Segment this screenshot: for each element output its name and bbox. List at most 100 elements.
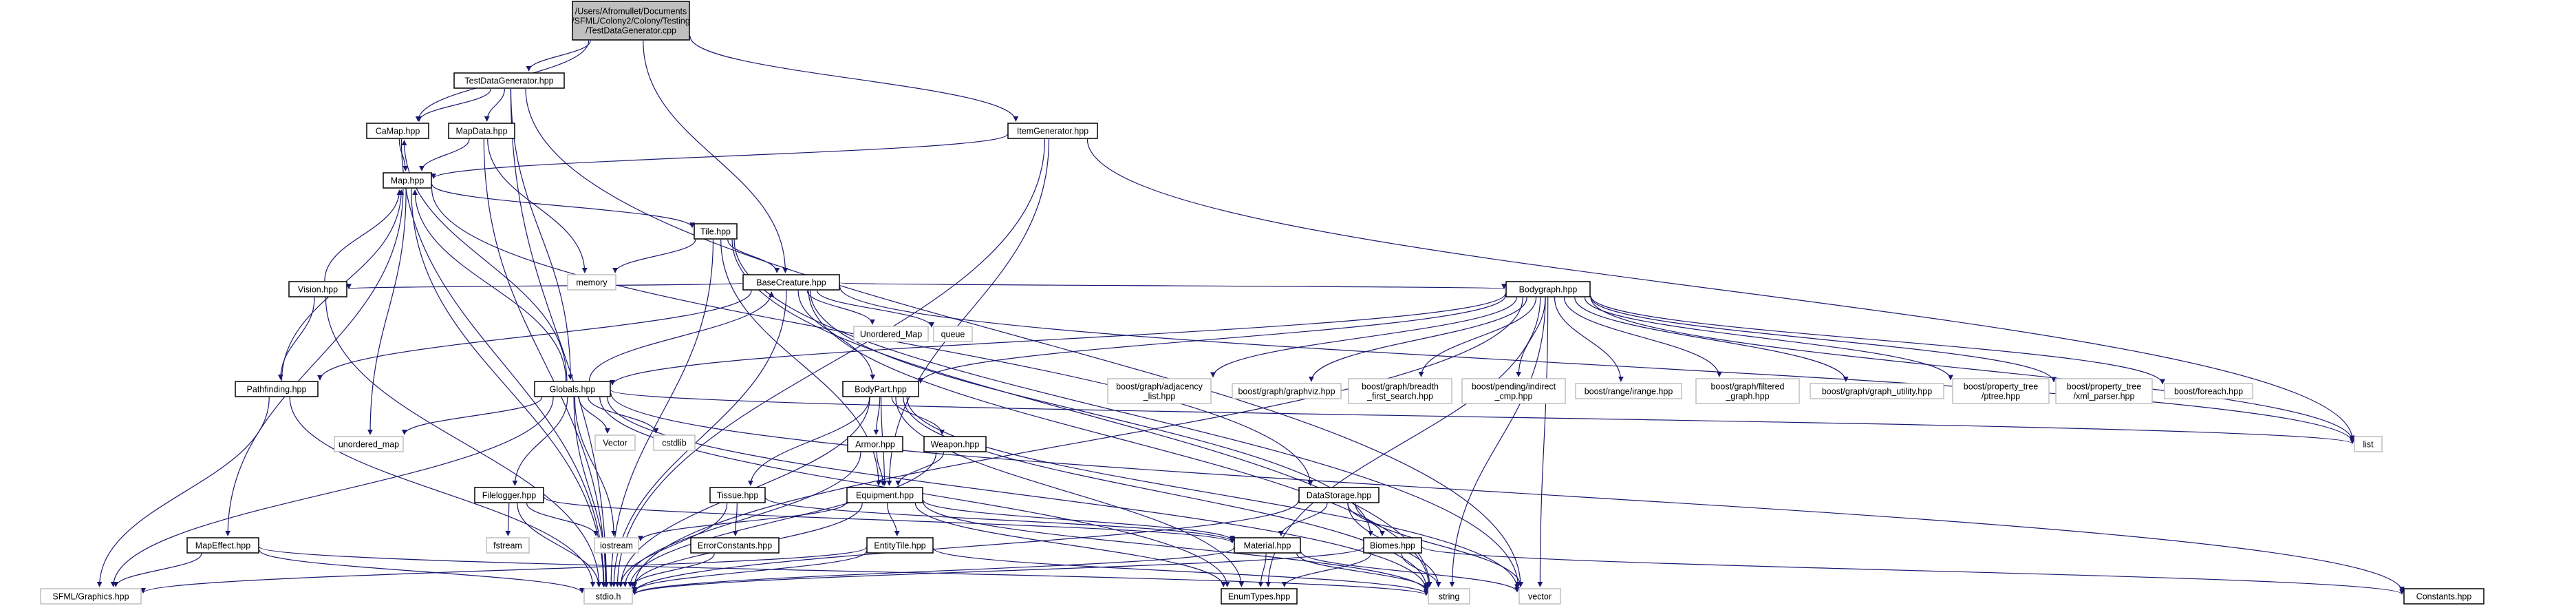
edge-armor-to-equipment (876, 452, 886, 486)
edge-weapon-to-stdio (627, 452, 937, 587)
node-weapon[interactable]: Weapon.hpp (923, 436, 987, 452)
node-armor[interactable]: Armor.hpp (847, 436, 903, 452)
node-box-bodygraph (1505, 281, 1591, 297)
edge-bodygraph-to-b_ind (1516, 297, 1546, 377)
edge-bodygraph-to-b_xml (1590, 297, 2057, 383)
node-mapdata[interactable]: MapData.hpp (448, 123, 515, 139)
edge-bodygraph-to-b_range (1554, 297, 1624, 382)
node-mapeffect[interactable]: MapEffect.hpp (186, 537, 259, 554)
node-label-vision-0: Vision.hpp (298, 285, 338, 295)
node-list: list (2354, 436, 2383, 452)
node-bodypart[interactable]: BodyPart.hpp (842, 381, 919, 397)
node-box-unordered_map (334, 436, 404, 452)
edge-layer (96, 36, 2405, 596)
node-enumtypes[interactable]: EnumTypes.hpp (1221, 588, 1298, 605)
node-globals[interactable]: Globals.hpp (534, 381, 611, 397)
node-datastorage[interactable]: DataStorage.hpp (1298, 487, 1380, 503)
node-label-b_filt-0: boost/graph/filtered (1710, 382, 1784, 392)
node-basecreature[interactable]: BaseCreature.hpp (742, 274, 840, 291)
edge-weapon-to-equipment (895, 452, 945, 486)
node-label-map-0: Map.hpp (391, 176, 425, 186)
edge-basecreature-to-vision (347, 282, 743, 290)
node-b_bfs: boost/graph/breadth_first_search.hpp (1348, 378, 1452, 404)
edge-basecreature-to-bodygraph (839, 282, 1506, 290)
edge-tissue-to-errorconst (732, 503, 738, 536)
node-label-constants-0: Constants.hpp (2416, 592, 2472, 602)
node-box-b_bfs (1348, 378, 1452, 404)
node-box-memory (567, 274, 616, 291)
node-box-iostream (594, 537, 639, 554)
node-box-fstream (486, 537, 530, 554)
node-box-filelogger (474, 487, 544, 503)
edge-bodypart-to-tissue (747, 397, 870, 486)
node-map[interactable]: Map.hpp (383, 172, 432, 189)
node-box-cstdlib (653, 434, 696, 451)
node-itemgen[interactable]: ItemGenerator.hpp (1007, 123, 1098, 139)
node-label-mapeffect-0: MapEffect.hpp (195, 541, 250, 551)
edge-tdg-to-mapdata (484, 88, 505, 122)
edge-tdg-to-vector (525, 88, 1523, 587)
edge-filelogger-to-iostream (526, 503, 599, 536)
node-pathfinding[interactable]: Pathfinding.hpp (235, 381, 319, 397)
edge-material-to-stdio (632, 547, 1234, 595)
node-Vector: Vector (594, 434, 636, 451)
node-tdg[interactable]: TestDataGenerator.hpp (453, 72, 565, 89)
edge-bodygraph-to-stdio (632, 297, 1523, 589)
node-box-tile (694, 223, 738, 240)
node-box-b_range (1575, 383, 1682, 399)
edge-entitytile-to-stdio (632, 551, 867, 593)
node-box-datastorage (1298, 487, 1380, 503)
node-tissue[interactable]: Tissue.hpp (709, 487, 766, 503)
node-stdio: stdio.h (583, 588, 633, 605)
node-box-string (1428, 588, 1470, 605)
node-label-unordered_map-0: unordered_map (339, 440, 399, 450)
node-tile[interactable]: Tile.hpp (694, 223, 738, 240)
edge-camap-to-stdio (400, 138, 607, 587)
edge-basecreature-to-queue (817, 290, 934, 328)
node-label-entitytile-0: EntityTile.hpp (874, 541, 925, 551)
node-label-tissue-0: Tissue.hpp (717, 491, 759, 501)
node-errorconst[interactable]: ErrorConstants.hpp (690, 537, 780, 554)
edge-vision-to-pathfinding (277, 297, 315, 380)
node-equipment[interactable]: Equipment.hpp (846, 487, 923, 503)
node-fstream: fstream (486, 537, 530, 554)
node-root[interactable]: /Users/Afromullet/Documents/SFML/Colony2… (572, 1, 690, 41)
node-box-queue (933, 326, 973, 342)
edge-basecreature-to-pathfinding (317, 290, 752, 381)
node-box-weapon (923, 436, 987, 452)
node-filelogger[interactable]: Filelogger.hpp (474, 487, 544, 503)
node-camap[interactable]: CaMap.hpp (366, 123, 429, 139)
node-box-b_ind (1461, 378, 1566, 404)
node-entitytile[interactable]: EntityTile.hpp (866, 537, 934, 554)
edge-basecreature-to-bodypart (797, 290, 876, 380)
edge-filelogger-to-material (544, 496, 1235, 544)
node-vision[interactable]: Vision.hpp (288, 281, 347, 297)
edge-globals-to-unordered_map (401, 397, 543, 435)
node-label-biomes-0: Biomes.hpp (1370, 541, 1415, 551)
edge-bodygraph-to-b_gv (1308, 297, 1527, 382)
node-box-list (2354, 436, 2383, 452)
node-box-b_util (1810, 383, 1944, 399)
node-label-basecreature-0: BaseCreature.hpp (756, 278, 826, 288)
edge-bodygraph-to-b_filt (1563, 297, 1722, 377)
node-label-b_ind-1: _cmp.hpp (1494, 392, 1533, 401)
node-box-root (572, 1, 690, 41)
node-label-memory-0: memory (576, 278, 608, 288)
node-constants[interactable]: Constants.hpp (2403, 588, 2484, 605)
node-label-itemgen-0: ItemGenerator.hpp (1017, 127, 1088, 136)
node-box-b_xml (2055, 378, 2153, 404)
edge-bodygraph-to-vector (1537, 297, 1549, 587)
node-bodygraph[interactable]: Bodygraph.hpp (1505, 281, 1591, 297)
node-label-string-0: string (1439, 592, 1460, 602)
edge-datastorage-to-material (1278, 503, 1328, 536)
edge-material-to-enumtypes (1258, 553, 1267, 587)
edge-root-to-tdg (526, 40, 591, 72)
node-label-material-0: Material.hpp (1244, 541, 1291, 551)
node-b_ind: boost/pending/indirect_cmp.hpp (1461, 378, 1566, 404)
node-material[interactable]: Material.hpp (1234, 537, 1301, 554)
node-biomes[interactable]: Biomes.hpp (1363, 537, 1422, 554)
node-unordered_map: unordered_map (334, 436, 404, 452)
edge-entitytile-to-string (933, 547, 1429, 595)
edge-globals-to-list (610, 390, 2355, 445)
node-box-b_pt (1952, 378, 2050, 404)
